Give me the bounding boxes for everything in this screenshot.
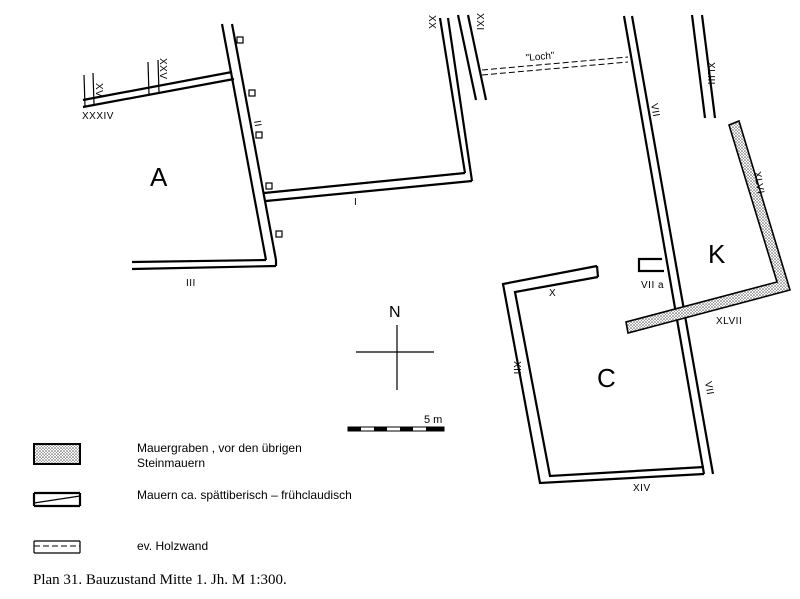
legend-trench-swatch xyxy=(33,443,81,465)
label-vii-bottom: VII xyxy=(702,381,715,396)
trench-xlvi-xlvii xyxy=(625,119,792,334)
room-k-label: K xyxy=(708,239,726,269)
legend-wood-swatch xyxy=(33,540,81,554)
wall-ii xyxy=(220,23,283,261)
wall-i xyxy=(263,17,474,203)
wall-xxi xyxy=(456,14,488,101)
label-xxi: XXI xyxy=(474,13,485,31)
north-arrow: N xyxy=(356,304,434,390)
legend-trench-line1: Mauergraben , vor den übrigen xyxy=(137,441,302,455)
label-xxv: XXV xyxy=(157,58,168,80)
label-ii: II xyxy=(251,120,263,128)
wall-vii xyxy=(622,15,715,475)
label-xii: XII xyxy=(511,361,522,375)
label-x: X xyxy=(549,288,556,299)
scale-label: 5 m xyxy=(424,414,442,426)
legend: Mauergraben , vor den übrigen Steinmauer… xyxy=(32,441,352,554)
label-xxxiv: XXXIV xyxy=(82,111,114,122)
room-a-label: A xyxy=(150,162,168,192)
label-xiv: XIV xyxy=(633,483,651,494)
wall-iii xyxy=(131,258,278,271)
wall-viia xyxy=(637,257,664,273)
label-xliii: XLIII xyxy=(705,62,716,85)
label-xlvii: XLVII xyxy=(716,316,742,327)
label-iii: III xyxy=(186,278,196,289)
legend-wood-text: ev. Holzwand xyxy=(137,539,208,553)
plan-caption: Plan 31. Bauzustand Mitte 1. Jh. M 1:300… xyxy=(33,572,287,588)
wall-xliii xyxy=(690,14,717,119)
room-c-label: C xyxy=(597,363,616,393)
wall-xxxiv xyxy=(82,59,235,109)
label-loch: "Loch" xyxy=(525,50,555,64)
loch-wood-wall xyxy=(481,56,629,76)
north-label: N xyxy=(389,304,401,321)
legend-trench-line2: Steinmauern xyxy=(137,456,205,470)
label-xv: XV xyxy=(93,83,104,97)
building-c-walls xyxy=(501,264,705,485)
legend-stone-swatch xyxy=(32,491,82,508)
label-i: I xyxy=(354,197,357,208)
label-xx: XX xyxy=(426,15,437,29)
legend-stone-text: Mauern ca. spättiberisch – frühclaudisch xyxy=(137,488,352,502)
label-vii-top: VII xyxy=(648,103,661,118)
label-viia: VII a xyxy=(641,280,664,291)
label-xlvi: XLVI xyxy=(751,171,766,195)
scale-bar: 5 m xyxy=(347,414,445,432)
